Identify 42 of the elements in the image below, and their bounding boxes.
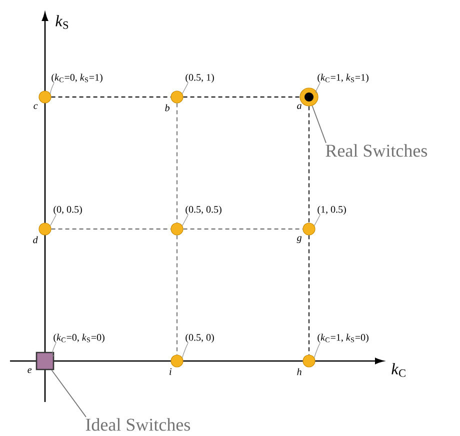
point-marker — [302, 222, 316, 236]
leader-line — [182, 214, 188, 226]
coordinate-label: (k$_{C}$=1, k$_{S}$=1) — [318, 74, 368, 83]
grid-line — [308, 106, 310, 224]
leader-line — [314, 214, 320, 226]
leader-line — [312, 105, 326, 144]
point-marker — [170, 90, 184, 104]
coordinate-label: (k$_{C}$=0, k$_{S}$=0) — [54, 334, 104, 343]
axis-label: k$_{C}$ — [392, 363, 406, 377]
point-marker — [38, 222, 52, 236]
leader-line — [52, 342, 56, 356]
square-marker — [36, 352, 54, 370]
leader-line — [182, 342, 188, 358]
leader-line — [182, 82, 188, 94]
point-letter: b — [165, 104, 170, 112]
coordinate-label: (0.5, 0) — [186, 334, 214, 343]
point-letter: d — [33, 236, 38, 244]
leader-line — [314, 342, 320, 358]
leader-line — [315, 82, 320, 93]
coordinate-label: (0, 0.5) — [54, 206, 82, 215]
coordinate-label: (1, 0.5) — [318, 206, 346, 215]
point-marker — [170, 222, 184, 236]
grid-line — [182, 96, 300, 98]
point-letter: g — [296, 236, 302, 244]
axis-label: k$_{S}$ — [56, 15, 68, 29]
leader-line — [50, 214, 56, 226]
point-marker — [38, 90, 52, 104]
coordinate-label: (0.5, 0.5) — [186, 206, 222, 215]
callout-text: Real Switches — [326, 144, 428, 157]
point-letter: c — [34, 104, 38, 109]
point-letter: e — [28, 368, 32, 373]
coordinate-label: (0.5, 1) — [186, 74, 214, 83]
leader-line — [50, 82, 54, 94]
point-marker — [170, 354, 184, 368]
point-marker — [302, 354, 316, 368]
point-letter: h — [297, 368, 302, 376]
point-letter: a — [297, 104, 302, 110]
coordinate-label: (k$_{C}$=1, k$_{S}$=0) — [318, 334, 368, 343]
callout-text: Ideal Switches — [86, 418, 190, 431]
leader-line — [51, 370, 86, 418]
point-letter: i — [170, 368, 172, 375]
coordinate-label: (k$_{C}$=0, k$_{S}$=1) — [52, 74, 102, 83]
